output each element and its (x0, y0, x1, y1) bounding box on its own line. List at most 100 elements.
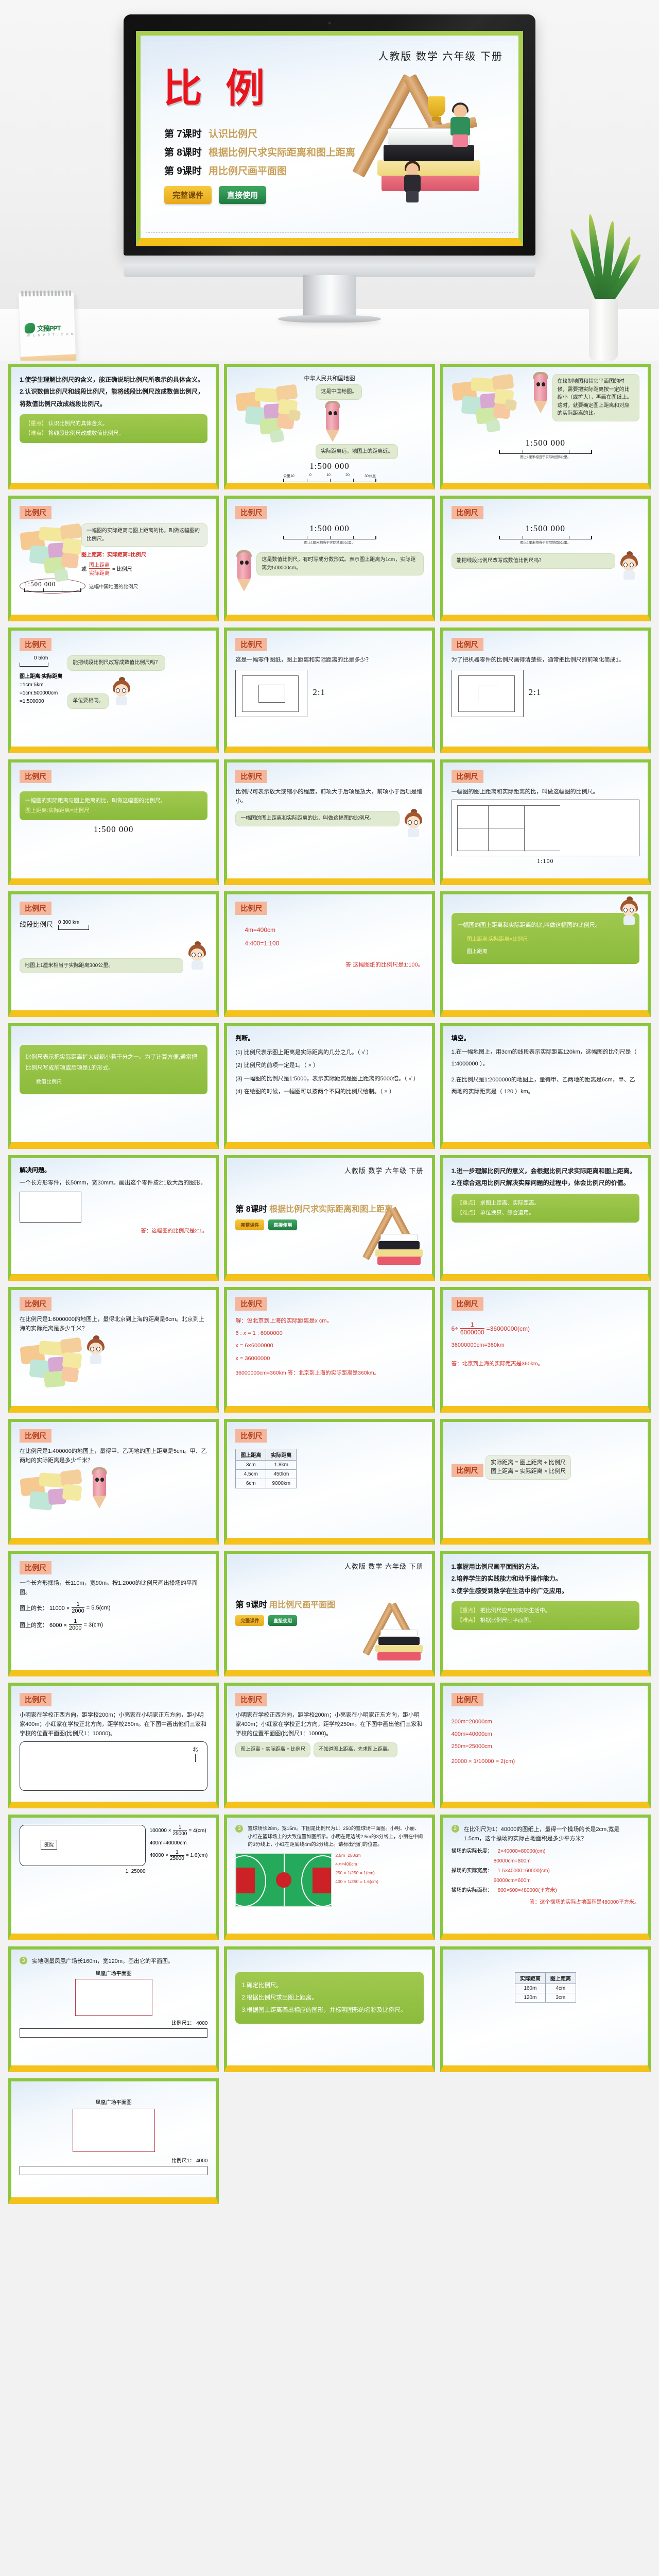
pencil-mascot (235, 550, 253, 591)
slide-thumbnail[interactable]: 比例尺 一幅图的实际距离与图上距离的比，叫做这幅图的比例尺。 图上距离：实际距离… (8, 496, 219, 621)
slide-thumbnail[interactable]: 凤凰广场平面图 比例尺1： 4000 (8, 2078, 219, 2204)
slide-thumbnail[interactable]: 1.掌握用比例尺画平面图的方法。 2.培养学生的实践能力和动手操作能力。 3.使… (440, 1551, 651, 1676)
slide-tag: 比例尺 (20, 1561, 51, 1574)
direct-use-button[interactable]: 直接使用 (268, 1615, 298, 1626)
slide-thumbnail[interactable]: 比例尺 200m=20000cm 400m=40000cm 250m=25000… (440, 1683, 651, 1808)
slide-thumbnail[interactable]: 实际距离 图上距离 160m 4cm 120m 3cm (440, 1946, 651, 2072)
cover-slide[interactable]: 人教版 数学 六年级 下册 比 例 第 7课时 认识比例尺 第 8课时 根据比例… (136, 31, 523, 246)
slide-thumbnail[interactable]: 比例尺表示把实际距离扩大或缩小若干分之一。为了计算方便,通常把比例尺写成前项或后… (8, 1023, 219, 1149)
slide-tag: 比例尺 (235, 1297, 268, 1311)
slide-thumbnail[interactable]: 一幅图的图上距离和实际距离的比,叫做这幅图的比例尺。 图上距离:实际距离=比例尺… (440, 891, 651, 1017)
calc-line: 20000 × 1/10000 = 2(cm) (451, 1758, 515, 1765)
objective-line: 2.认识数值比例尺和线段比例尺，能将线段比例尺改成数值比例尺，将数值比例尺改成线… (20, 388, 204, 408)
slide-thumbnail[interactable]: 人教版 数学 六年级 下册 第 9课时 用比例尺画平面图 完整课件 直接使用 (224, 1551, 435, 1676)
problem-text: 在比例尺是1:6000000的地图上，量得北京到上海的距离是6cm。北京到上海的… (20, 1316, 204, 1332)
slide-thumbnail[interactable]: 医院 1: 25000 100000 × 1 25000 = 4(cm) (8, 1815, 219, 1940)
slide-thumbnail[interactable]: 人教版 数学 六年级 下册 第 8课时 根据比例尺求实际距离和图上距离 完整课件… (224, 1155, 435, 1281)
plant-pot (589, 299, 618, 361)
slide-thumbnail[interactable]: 比例尺 4m=400cm 4:400=1:100 答:这幅图纸的比例尺是1:10… (224, 891, 435, 1017)
slide-thumbnail[interactable]: 比例尺 0 5km 图上距离:实际距离 =1cm:5km =1cm:500000… (8, 628, 219, 753)
slide-thumbnail[interactable]: 比例尺 6÷ 1 6000000 =36000000(cm) 36000000c… (440, 1287, 651, 1413)
formula-label: 100000 × (149, 1828, 171, 1834)
scale-label: 比例尺1： 4000 (171, 2021, 208, 2027)
calc-line: 4:400=1:100 (245, 940, 280, 947)
slide-thumbnail[interactable]: 比例尺 一幅图的实际距离与图上距离的比，叫做这幅图的比例尺。 图上距离:实际距离… (8, 759, 219, 885)
slide-text: 比例尺可表示放大或缩小的程度，前项大于后项是放大，前项小于后项是缩小。 (235, 789, 423, 805)
full-courseware-button[interactable]: 完整课件 (235, 1615, 265, 1626)
slide-thumbnail[interactable]: 比例尺 比例尺可表示放大或缩小的程度，前项大于后项是放大，前项小于后项是缩小。 … (224, 759, 435, 885)
map-caption: 中华人民共和国地图 (304, 376, 355, 382)
slide-thumbnail[interactable]: 比例尺 图上距离 实际距离 3cm 1.8km 4.5cm 450km (224, 1419, 435, 1545)
table-cell: 120m (514, 1993, 546, 2003)
brand-logo: 文稿PPT (24, 322, 61, 334)
slide-thumbnail[interactable]: 判断。 (1) 比例尺表示图上距离是实际距离的几分之几。（ √ ） (2) 比例… (224, 1023, 435, 1149)
summary-item: 数值比例尺 (36, 1079, 62, 1085)
slide-thumbnail[interactable]: 在绘制地图和其它平面图的时候，需要把实际距离按一定的比缩小（或扩大），再画在图纸… (440, 364, 651, 489)
slide-thumbnail[interactable]: 比例尺 小明家在学校正西方向，距学校200m；小亮家在小明家正东方向，距小明家4… (224, 1683, 435, 1808)
slide-thumbnail[interactable]: 填空。 1.在一幅地图上，用3cm的线段表示实际距离120km，这幅图的比例尺是… (440, 1023, 651, 1149)
hard-text: 将线段比例尺改成数值比例尺。 (48, 430, 124, 437)
slide-text: 这是一幅零件图纸，图上距离和实际距离的比是多少？ (235, 657, 372, 663)
calc-line: 400 × 1/250 = 1.6(cm) (335, 1879, 378, 1885)
leaf-icon (24, 323, 36, 334)
table-cell: 6cm (235, 1479, 267, 1488)
notepad-logo: 文稿PPT W E N P P T . C O M (18, 290, 77, 361)
slide-thumbnail[interactable]: 2 在比例尺为1：40000的图纸上，量得一个操场的长是2cm,宽是1.5cm，… (440, 1815, 651, 1940)
distance-table: 图上距离 实际距离 3cm 1.8km 4.5cm 450km 6cm 9000… (235, 1449, 297, 1488)
answer-line: 答：这幅图的比例尺是2:1。 (141, 1228, 208, 1234)
numeric-scale: 2:1 (313, 687, 326, 698)
slide-thumbnail[interactable]: 比例尺 一个长方形操场，长110m，宽90m。按1:2000的比例尺画出操场的平… (8, 1551, 219, 1676)
solution-line: 解：设北京到上海的实际距离是x cm。 (235, 1318, 333, 1324)
hard-label: 【难点】 (25, 430, 47, 437)
pencil-mascot (532, 372, 549, 413)
slide-thumbnail[interactable]: 解决问题。 一个长方形零件，长50mm，宽30mm。画出这个零件按2:1放大后的… (8, 1155, 219, 1281)
exercise-item: (4) 在绘图的时候，一幅图可以按两个不同的比例尺绘制。（ × ） (235, 1088, 395, 1095)
objective-line: 1.进一步理解比例尺的意义，会根据比例尺求实际距离和图上距离。 (451, 1167, 636, 1175)
slide-thumbnail[interactable]: 比例尺 线段比例尺 0 300 km 地图上1厘米相当于实际距离300公里。 (8, 891, 219, 1017)
plan-canvas: 北 (20, 1741, 208, 1791)
formula-result: = 4(cm) (188, 1828, 206, 1834)
speech-bubble: 一幅图的实际距离与图上距离的比，叫做这幅图的比例尺。 (81, 523, 208, 547)
slide-thumbnail[interactable]: 1.进一步理解比例尺的意义，会根据比例尺求实际距离和图上距离。 2.在综合运用比… (440, 1155, 651, 1281)
fraction-denominator: 2000 (72, 1608, 84, 1615)
slide-thumbnail[interactable]: 比例尺 小明家在学校正西方向，距学校200m；小亮家在小明家正东方向，距小明家4… (8, 1683, 219, 1808)
slide-tag: 比例尺 (20, 770, 51, 783)
slide-thumbnail[interactable]: 1.确定比例尺。 2.根据比例尺求出图上距离。 3.根据图上距离画出相应的图形，… (224, 1946, 435, 2072)
slide-thumbnail[interactable]: 比例尺 这是一幅零件图纸，图上距离和实际距离的比是多少？ 2:1 (224, 628, 435, 753)
slide-thumbnail[interactable]: 3 篮球场长28m，宽15m。下图是比例尺为1：250的篮球场平面图。小明、小丽… (224, 1815, 435, 1940)
monitor-chin (124, 256, 535, 277)
slide-thumbnail[interactable]: 比例尺 一幅图的图上距离和实际距离的比，叫做这幅图的比例尺。 1:100 (440, 759, 651, 885)
monitor-mockup: 人教版 数学 六年级 下册 比 例 第 7课时 认识比例尺 第 8课时 根据比例… (124, 14, 535, 323)
blueprint-drawing (451, 670, 524, 718)
slide-thumbnail[interactable]: 中华人民共和国地图 这是中国地图。 实际距离远，地图上的距离近。 (224, 364, 435, 489)
fraction-numerator: 1 (172, 1825, 187, 1831)
ruler-icon (20, 2166, 208, 2175)
table-row: 4.5cm 450km (235, 1469, 297, 1479)
segment-scale: 图上1厘米相当于实际地面5公里。 (283, 536, 376, 545)
slide-thumbnail[interactable]: 3 实地测量凤凰广场长160m，宽120m，画出它的平面图。 凤凰广场平面图 比… (8, 1946, 219, 2072)
slide-thumbnail[interactable]: 比例尺 1:500 000 图上1厘米相当于实际地面5公里。 这是数值比例尺，有… (224, 496, 435, 621)
slide-thumbnail[interactable]: 比例尺 解：设北京到上海的实际距离是x cm。 6 : x = 1 : 6000… (224, 1287, 435, 1413)
direct-use-button[interactable]: 直接使用 (219, 186, 267, 204)
exercise-body: 一个长方形零件，长50mm，宽30mm。画出这个零件按2:1放大后的图形。 (20, 1180, 206, 1186)
formula-or: 或 (81, 567, 86, 572)
objective-line: 3.使学生感受到数学在生活中的广泛应用。 (451, 1587, 568, 1595)
slide-thumbnail[interactable]: 比例尺 为了把机器零件的比例尺画得清楚些，通常把比例尺的前项化简成1。 2:1 (440, 628, 651, 753)
direct-use-button[interactable]: 直接使用 (268, 1219, 298, 1230)
cover-illustration (362, 1203, 426, 1270)
summary-line: 1.确定比例尺。 (241, 1982, 282, 1989)
solution-line: x = 36000000 (235, 1355, 270, 1362)
slide-thumbnail[interactable]: 1.使学生理解比例尺的含义，能正确说明比例尺所表示的具体含义。 2.认识数值比例… (8, 364, 219, 489)
speech-bubble: 这是中国地图。 (316, 384, 362, 400)
slide-tag: 比例尺 (451, 1464, 483, 1478)
table-row: 6cm 9000km (235, 1479, 297, 1488)
slide-thumbnail[interactable]: 比例尺 实际距离 = 图上距离 ÷ 比例尺 图上距离 = 实际距离 × 比例尺 (440, 1419, 651, 1545)
slide-thumbnail[interactable]: 比例尺 在比例尺是1:400000的地图上，量得甲、乙两地的图上距离是5cm。甲… (8, 1419, 219, 1545)
fraction-numerator: 1 (460, 1321, 484, 1329)
full-courseware-button[interactable]: 完整课件 (164, 186, 212, 204)
full-courseware-button[interactable]: 完整课件 (235, 1219, 265, 1230)
exercise-heading: 判断。 (235, 1035, 254, 1042)
slide-thumbnail[interactable]: 比例尺 在比例尺是1:6000000的地图上，量得北京到上海的距离是6cm。北京… (8, 1287, 219, 1413)
slide-thumbnail[interactable]: 比例尺 1:500 000 图上1厘米相当于实际地面5公里。 能把线段比例尺改写… (440, 496, 651, 621)
answer-line: 36000000cm=360km 答：北京到上海的实际距离是360km。 (235, 1369, 380, 1376)
